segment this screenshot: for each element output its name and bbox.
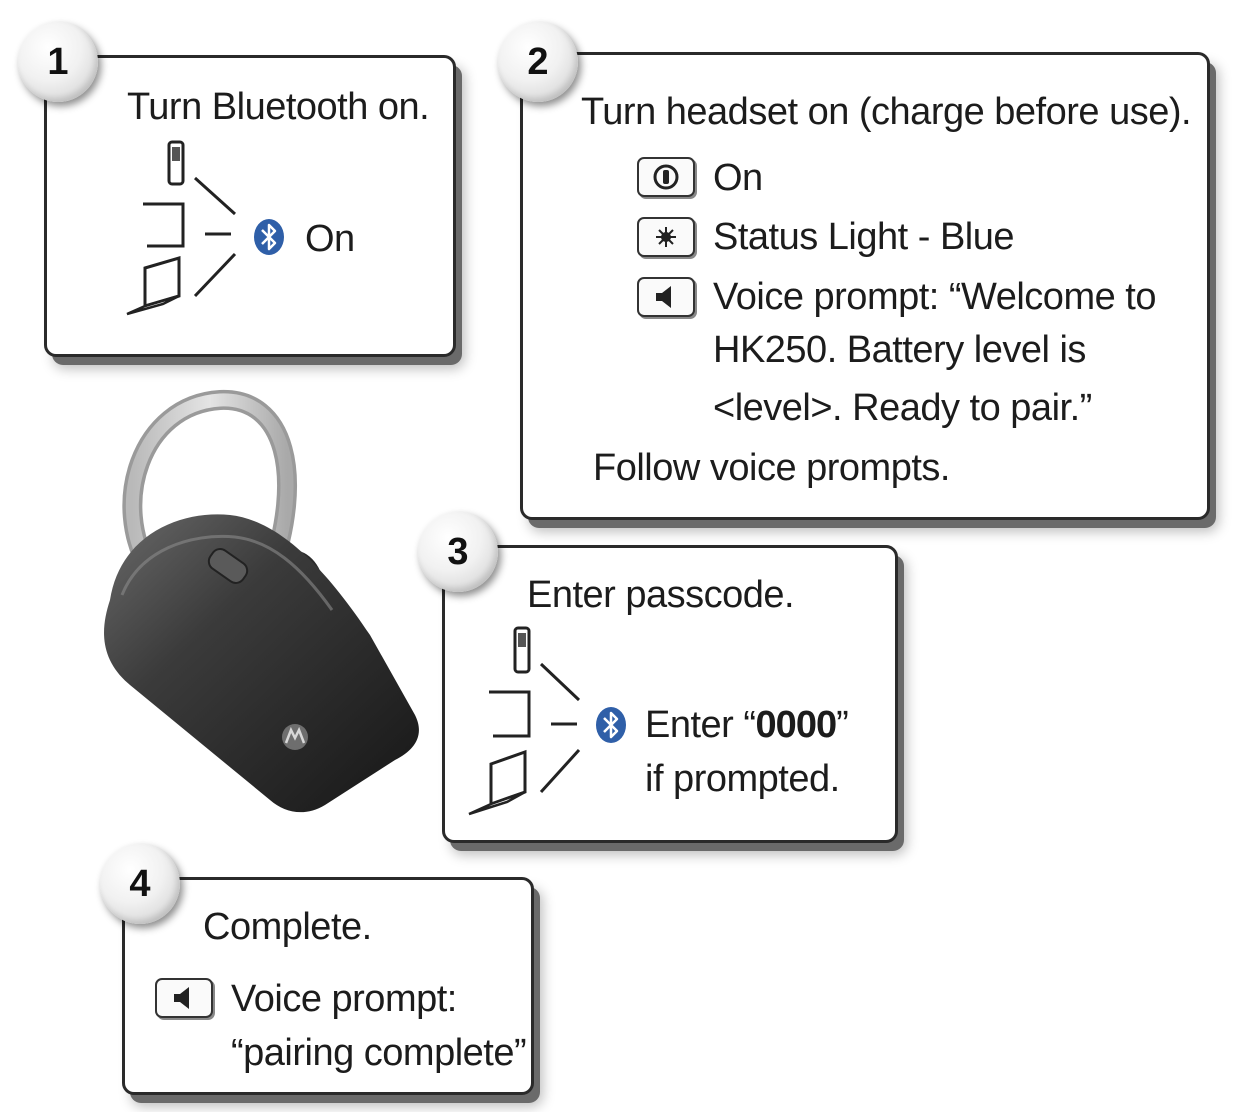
device-group-icon [468, 626, 581, 816]
headset-illustration [104, 389, 419, 813]
step-2-voice-line-1: Voice prompt: “Welcome to [713, 276, 1156, 318]
step-3-panel: Enter passcode. Enter “0000” if prompted… [442, 545, 898, 843]
step-3-enter-line: Enter “0000” [645, 704, 849, 746]
step-3-title: Enter passcode. [527, 574, 795, 616]
speaker-icon [155, 978, 213, 1018]
step-4-line-2: “pairing complete” [231, 1032, 527, 1074]
speaker-icon [637, 277, 695, 317]
step-2-title: Turn headset on (charge before use). [581, 91, 1192, 133]
step-4-panel: Complete. Voice prompt: “pairing complet… [122, 877, 534, 1095]
step-4-line-1: Voice prompt: [231, 978, 457, 1020]
step-1-title: Turn Bluetooth on. [127, 86, 430, 128]
step-1-status: On [305, 218, 355, 260]
power-button-icon [637, 157, 695, 197]
step-1-panel: Turn Bluetooth on. On [44, 55, 456, 357]
step-2-voice-line-2: HK250. Battery level is [713, 329, 1086, 371]
laptop-icon [126, 255, 181, 316]
phone-icon [167, 140, 185, 186]
step-2-item-on: On [713, 157, 763, 199]
step-3-badge: 3 [418, 512, 498, 592]
bluetooth-icon [596, 707, 626, 743]
step-2-voice-line-3: <level>. Ready to pair.” [713, 387, 1092, 429]
step-4-title: Complete. [203, 906, 372, 948]
step-2-footer: Follow voice prompts. [593, 447, 950, 489]
bluetooth-icon [254, 219, 284, 255]
step-2-badge: 2 [498, 22, 578, 102]
status-light-icon [637, 217, 695, 257]
step-3-line-2: if prompted. [645, 758, 840, 800]
pda-icon [143, 202, 185, 248]
step-2-item-status-light: Status Light - Blue [713, 216, 1015, 258]
pda-icon [489, 690, 531, 738]
laptop-icon [468, 749, 527, 816]
step-2-panel: Turn headset on (charge before use). On … [520, 52, 1210, 520]
step-4-badge: 4 [100, 844, 180, 924]
step-1-badge: 1 [18, 22, 98, 102]
device-group-icon [126, 140, 237, 316]
passcode: 0000 [755, 704, 838, 746]
phone-icon [513, 626, 531, 674]
